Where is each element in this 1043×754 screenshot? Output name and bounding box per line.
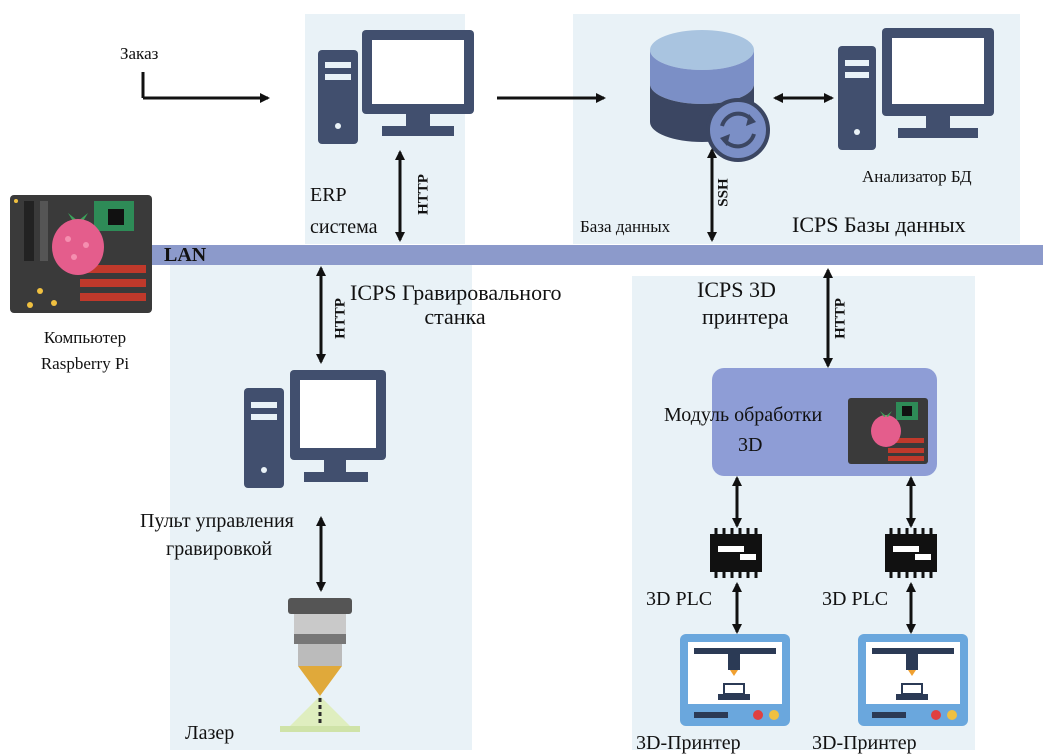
desktop-computer-icon [244,370,386,488]
icps-engraver-label-line1: ICPS Гравировального [350,280,562,305]
module-label-line1: Модуль обработки [664,404,823,426]
engraver-http-label: HTTP [332,298,349,339]
3d-printer-icon [858,634,968,726]
plc-chip-icon [710,528,762,578]
icps-db-label: ICPS Базы данных [792,212,966,237]
icps-engraver-label-line2: станка [424,304,486,329]
erp-label-line1: ERP [310,184,347,206]
3d-printer-icon [680,634,790,726]
icps-3d-label-line2: принтера [702,304,789,329]
rpi-label-line2: Raspberry Pi [40,354,130,373]
desktop-computer-icon [318,30,474,144]
control-label-line2: гравировкой [166,538,273,560]
raspberry-pi-board-icon [10,195,152,313]
laser-head-icon [280,598,360,732]
lan-bar [150,245,1043,265]
printer-http-label: HTTP [832,298,849,339]
db-label: База данных [580,217,671,236]
erp-label-line2: система [310,216,378,238]
icps-3d-label-line1: ICPS 3D [697,277,776,302]
control-label-line1: Пульт управления [140,510,294,532]
desktop-computer-icon [838,28,994,150]
plc-right-label: 3D PLC [822,588,889,610]
lan-label: LAN [164,244,207,266]
database-sync-icon [650,30,770,162]
plc-chip-icon [885,528,937,578]
order-label: Заказ [120,44,159,63]
raspberry-pi-board-icon [848,398,928,464]
db-ssh-label: SSH [715,178,732,207]
erp-http-label: HTTP [415,174,432,215]
laser-label: Лазер [185,722,235,744]
module-label-line2: 3D [738,434,763,456]
order-arrow [141,72,270,103]
printer-left-label: 3D-Принтер [636,732,741,754]
rpi-label-line1: Компьютер [43,328,127,347]
plc-left-label: 3D PLC [646,588,713,610]
printer-right-label: 3D-Принтер [812,732,917,754]
db-analyzer-label: Анализатор БД [862,167,972,186]
